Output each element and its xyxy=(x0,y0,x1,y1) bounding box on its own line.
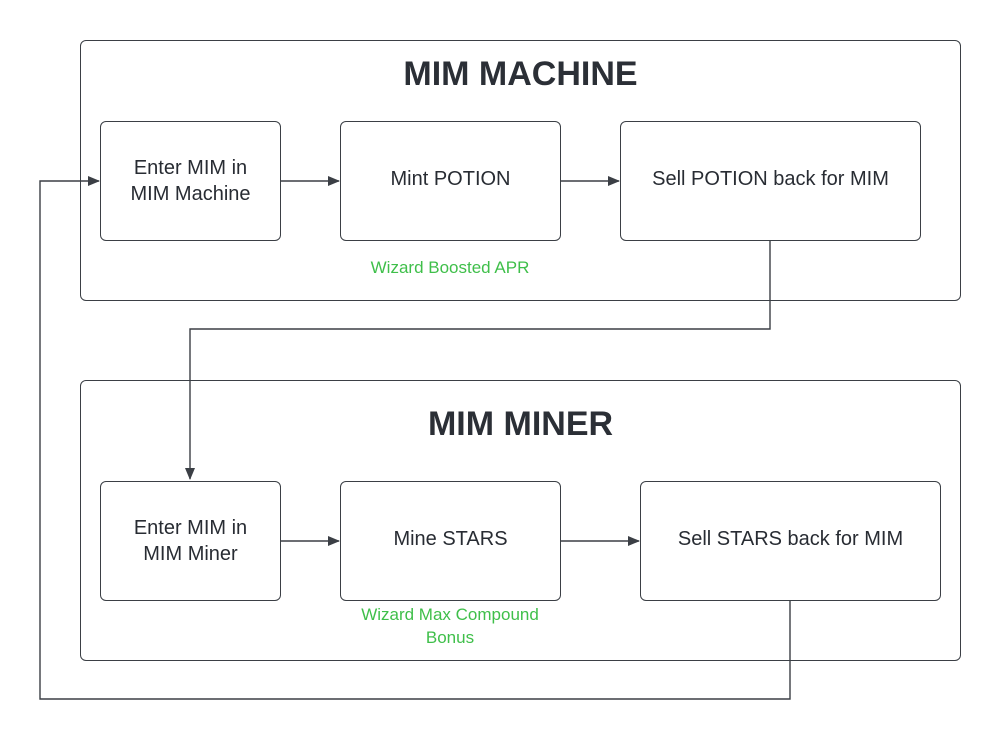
node-label: Enter MIM in MIM Miner xyxy=(133,517,248,565)
node-enter-mim-machine: Enter MIM in MIM Machine xyxy=(100,121,281,241)
node-label: Sell POTION back for MIM xyxy=(652,168,889,190)
note-wizard-max-compound-bonus: Wizard Max Compound Bonus xyxy=(361,605,539,647)
node-label: Sell STARS back for MIM xyxy=(677,528,904,550)
node-label: Mine STARS xyxy=(393,528,508,550)
group-mim-miner: MIM MINER xyxy=(80,380,961,661)
note-wizard-boosted-apr: Wizard Boosted APR xyxy=(370,258,530,277)
node-mint-potion: Mint POTION xyxy=(340,121,561,241)
node-sell-stars: Sell STARS back for MIM xyxy=(640,481,941,601)
node-enter-mim-miner: Enter MIM in MIM Miner xyxy=(100,481,281,601)
node-sell-potion: Sell POTION back for MIM xyxy=(620,121,921,241)
arrow-sell-potion-to-enter-miner xyxy=(185,241,771,480)
node-mine-stars: Mine STARS xyxy=(340,481,561,601)
node-label: Mint POTION xyxy=(390,168,511,190)
node-label: Enter MIM in MIM Machine xyxy=(130,157,251,205)
group-mim-machine: MIM MACHINE xyxy=(80,40,961,301)
group-title-mim-machine: MIM MACHINE xyxy=(403,55,638,93)
arrow-sell-stars-loop-back xyxy=(39,176,791,700)
group-title-mim-miner: MIM MINER xyxy=(427,405,614,443)
